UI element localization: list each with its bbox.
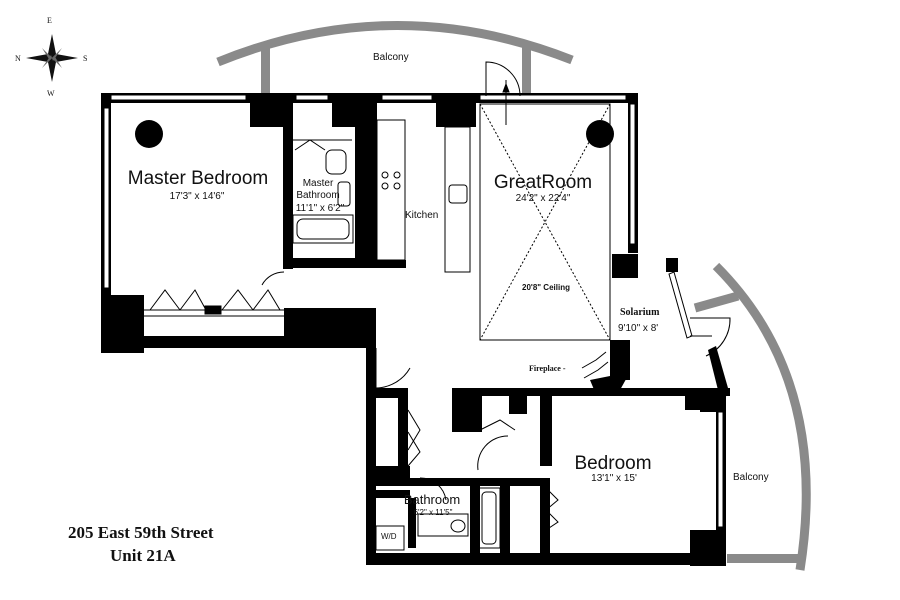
washer-dryer-label: W/D [381,532,397,541]
master-closet [144,271,285,317]
bathroom-dims: 6'2" x 11'5" [413,508,453,517]
bathroom-fixtures [375,487,501,551]
compass-label-east: E [47,16,52,25]
master-bath-name-line1: Master [302,178,334,189]
fireplace-label: Fireplace - [529,364,566,373]
balcony-right-base [727,554,805,563]
fireplace-icon [581,351,609,379]
balcony-top-label: Balcony [373,52,409,63]
hallway-doors [375,348,559,531]
compass-rose-icon [26,34,78,82]
compass-label-west: W [47,89,55,98]
master-bedroom-dims: 17'3" x 14'6" [169,191,225,202]
windows [103,94,724,528]
great-room-name: GreatRoom [493,172,593,193]
balcony-top-railing [216,21,574,67]
solarium-dims: 9'10" x 8' [618,323,659,334]
bedroom-name: Bedroom [574,453,652,474]
column-great-room [586,120,614,148]
master-bath-name-line2: Bathroom [296,190,340,201]
solarium-door [690,317,731,357]
address-line1: 205 East 59th Street [68,523,214,542]
balcony-top-post-right [522,46,531,94]
master-bath-dims: 11'1" x 6'2" [295,203,345,214]
compass-label-south: S [83,54,88,63]
solarium-name: Solarium [620,307,660,318]
kitchen-label: Kitchen [405,210,439,221]
balcony-door-top [485,61,521,125]
balcony-right-railing [712,262,811,571]
balcony-right-return [693,291,740,313]
balcony-right-label: Balcony [733,472,769,483]
great-room-ceiling [479,103,611,341]
balcony-top-post-left [261,46,270,94]
address-line2: Unit 21A [110,546,176,565]
kitchen-counters [376,119,471,273]
column-master [135,120,163,148]
bathroom-name: Bathroom [403,492,461,507]
master-bedroom-name: Master Bedroom [127,168,269,189]
master-bath-fixtures [292,139,354,244]
compass-label-north: N [15,54,21,63]
bedroom-dims: 13'1" x 15' [591,473,637,484]
great-room-dims: 24'2" x 22'4" [515,193,571,204]
great-room-ceiling-label: 20'8" Ceiling [522,283,570,292]
